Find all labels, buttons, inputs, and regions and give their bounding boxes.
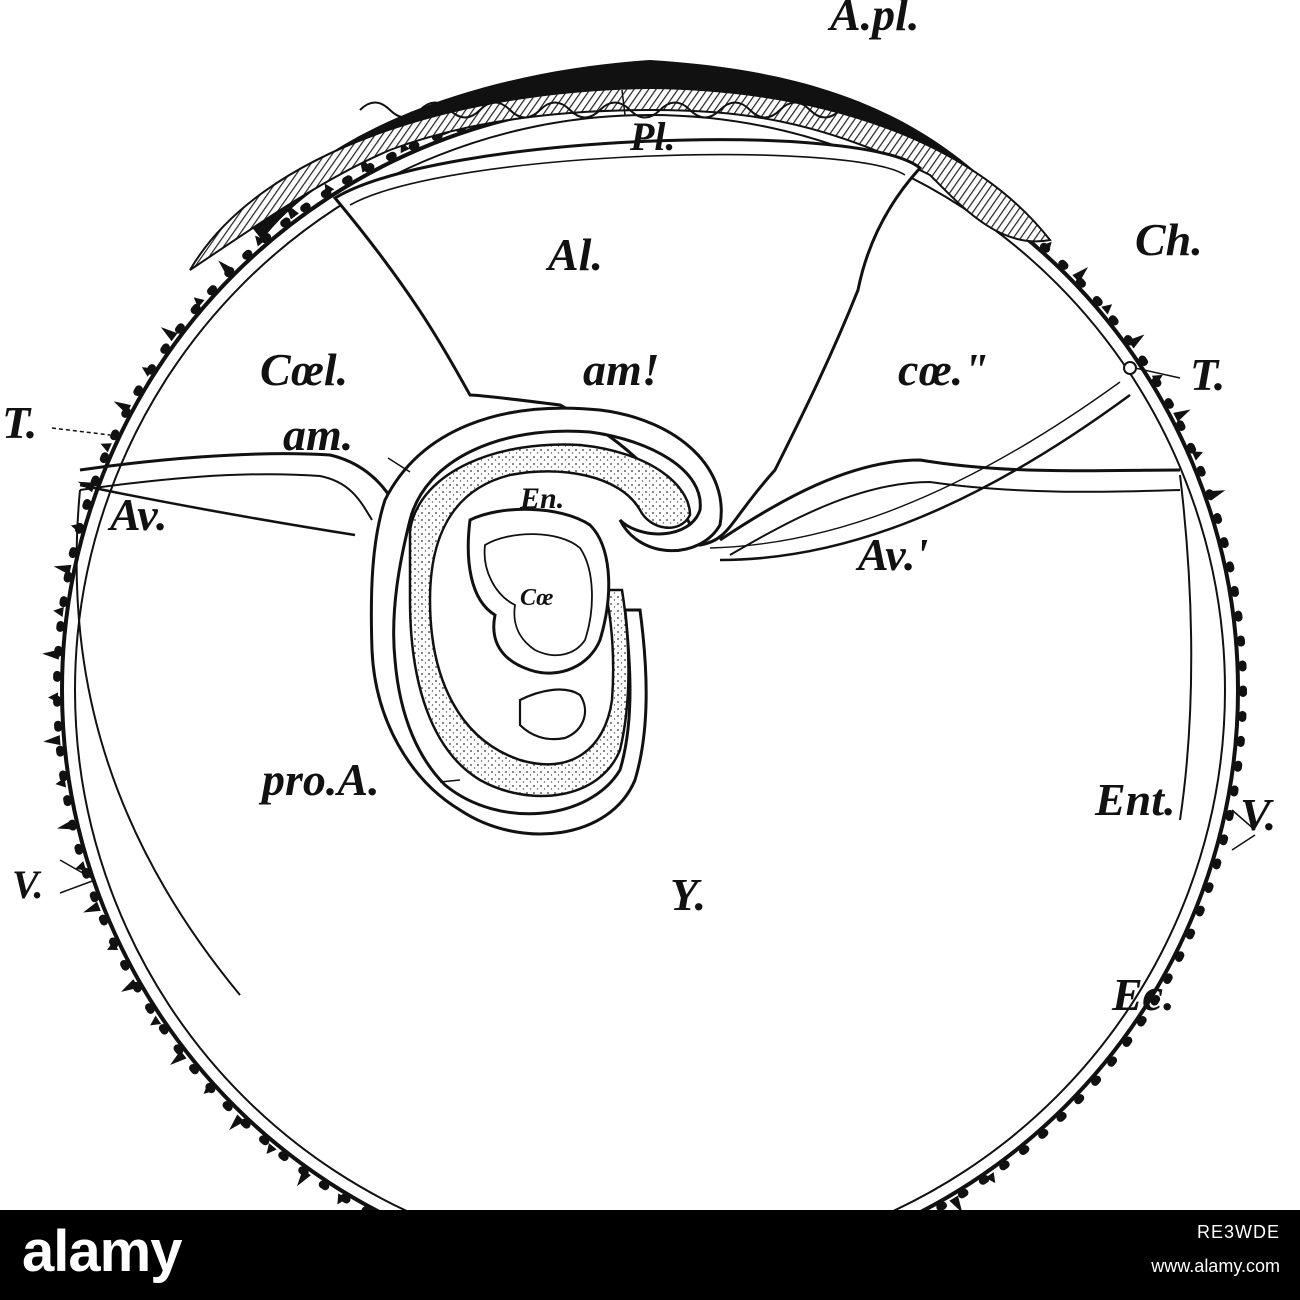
label-ent: Ent.: [1094, 774, 1176, 825]
villus: [56, 819, 75, 830]
label-apl: A.pl.: [827, 0, 919, 40]
placenta-dark-band: [250, 60, 1040, 240]
villus: [170, 1050, 187, 1065]
label-al: Al.: [545, 229, 603, 280]
tail-bud: [518, 688, 587, 741]
villus: [141, 367, 153, 377]
label-am: am.: [283, 409, 353, 460]
villus: [1127, 334, 1145, 349]
label-ch: Ch.: [1135, 214, 1203, 265]
leader-pro-a: [439, 779, 461, 783]
villus: [255, 235, 266, 247]
left-septum: [79, 452, 394, 501]
villus: [121, 979, 139, 992]
coelom-inner-cavity: [483, 533, 593, 657]
placenta-wavy-surface: [359, 101, 841, 119]
septum-node-right: [1123, 361, 1137, 375]
label-y: Y.: [670, 869, 706, 920]
villus: [1173, 409, 1191, 422]
villus: [160, 327, 178, 342]
villus: [150, 1015, 162, 1026]
leader-v-left-b: [59, 879, 96, 894]
label-v-right: V.: [1240, 789, 1276, 840]
footer-bar: [0, 1210, 1300, 1300]
villus: [324, 183, 335, 195]
embryo-body: [408, 443, 692, 798]
image-id-text: RE3WDE: [1196, 1222, 1280, 1242]
amnion-outer-fold: [369, 406, 723, 836]
area-vasculosa-right: [719, 393, 1131, 562]
villus: [1191, 451, 1203, 461]
villus: [53, 607, 64, 617]
villus: [218, 260, 234, 276]
villus: [1072, 266, 1089, 283]
villus: [1151, 374, 1163, 385]
leader-v-right-b: [1231, 834, 1256, 851]
leader-t-right: [1134, 367, 1181, 379]
villus: [48, 692, 59, 703]
area-vasculosa-right-inner: [709, 381, 1121, 549]
left-septum-lower: [79, 473, 373, 521]
placenta-hatched-band: [189, 86, 1052, 271]
villus: [53, 564, 72, 575]
villus: [43, 735, 61, 746]
label-v-left: V.: [12, 862, 44, 907]
right-septum-lower: [729, 480, 1181, 556]
label-pl: Pl.: [629, 114, 676, 159]
leader-v-right-a: [1231, 809, 1256, 831]
embryo-section-diagram: A.pl. Pl. Al. Ch. Cœl. am! cœ." T. T. am…: [2, 0, 1276, 1210]
leader-v-left-a: [59, 859, 96, 881]
villus: [337, 1193, 347, 1205]
allantois-inner-wall: [349, 153, 906, 206]
label-coel: Cœl.: [260, 344, 348, 395]
alamy-wordmark: alamy: [22, 1219, 182, 1284]
inner-chorion-ring: [74, 114, 1226, 1210]
villus: [203, 1083, 215, 1094]
villus: [949, 1195, 962, 1210]
villus: [1101, 304, 1113, 315]
villus: [296, 1169, 311, 1187]
label-t-right: T.: [1190, 349, 1225, 400]
label-pro-a: pro.A.: [258, 754, 380, 805]
villus: [106, 941, 119, 951]
villus: [985, 1172, 996, 1184]
leader-am: [387, 457, 411, 473]
label-coe-inner: Cœ: [520, 585, 553, 611]
villus: [75, 861, 87, 871]
website-text: www.alamy.com: [1151, 1256, 1280, 1276]
area-vasculosa-left: [79, 483, 356, 537]
label-av: Av.: [107, 489, 167, 540]
villus: [55, 777, 67, 788]
villus: [193, 297, 205, 308]
label-ec: Ec.: [1111, 969, 1175, 1020]
villus-dark-ring: [53, 93, 1247, 1210]
label-en: En.: [519, 482, 564, 515]
villus: [100, 443, 112, 453]
right-septum: [719, 458, 1181, 542]
villus: [83, 901, 101, 913]
villus: [113, 401, 132, 414]
villus: [229, 1114, 245, 1131]
allantois-outline: [332, 138, 923, 547]
label-coe-dprime: cœ.": [898, 344, 989, 395]
entoderm-line-left: [75, 489, 241, 996]
leader-t-left: [51, 427, 111, 436]
entoderm-line-right: [1179, 474, 1193, 821]
villus: [266, 1143, 277, 1155]
label-am-prime: am!: [583, 344, 660, 395]
villus: [42, 649, 60, 660]
label-av-prime: Av.': [855, 529, 928, 580]
villus: [1041, 241, 1052, 253]
leader-pl: [621, 89, 626, 116]
villus: [1207, 490, 1226, 501]
label-t-left: T.: [2, 397, 37, 448]
